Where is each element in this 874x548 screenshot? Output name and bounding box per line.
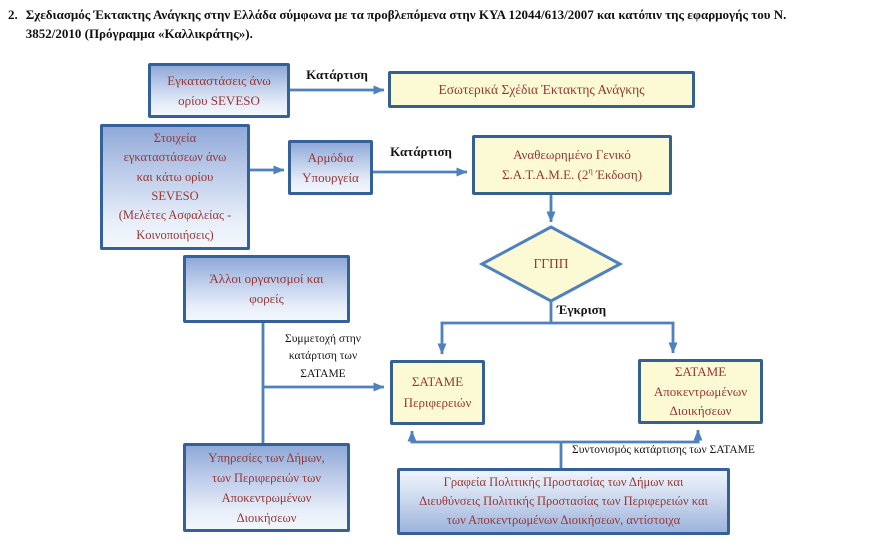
node-civil-protection-offices: Γραφεία Πολιτικής Προστασίας των Δήμων κ… xyxy=(397,468,730,535)
node-label: ΣΑΤΑΜΕ Αποκεντρωμένων Διοικήσεων xyxy=(653,364,748,419)
node-facilities-data: Στοιχεία εγκαταστάσεων άνω και κάτω ορίο… xyxy=(100,124,250,250)
edge-label-drafting-1: Κατάρτιση xyxy=(306,67,368,82)
node-internal-emergency-plans: Εσωτερικά Σχέδια Έκτακτης Ανάγκης xyxy=(388,71,695,108)
node-label: Αρμόδια Υπουργεία xyxy=(302,150,359,185)
node-satame-regions: ΣΑΤΑΜΕ Περιφερειών xyxy=(390,360,485,425)
node-label: Εγκαταστάσεις άνω ορίου SEVESO xyxy=(167,73,271,108)
node-ggpp-label: ΓΓΠΠ xyxy=(482,247,620,281)
node-seveso-upper-facilities: Εγκαταστάσεις άνω ορίου SEVESO xyxy=(148,63,290,118)
edge-label-coordination: Συντονισμός κατάρτισης των ΣΑΤΑΜΕ xyxy=(572,444,755,456)
node-label: Γραφεία Πολιτικής Προστασίας των Δήμων κ… xyxy=(419,475,708,527)
node-label: ΣΑΤΑΜΕ Περιφερειών xyxy=(403,373,472,410)
node-label: Εσωτερικά Σχέδια Έκτακτης Ανάγκης xyxy=(438,81,645,97)
node-label: Άλλοι οργανισμοί και φορείς xyxy=(209,270,324,306)
node-municipal-services: Υπηρεσίες των Δήμων, των Περιφερειών των… xyxy=(183,443,350,532)
title-number: 2. xyxy=(8,7,18,22)
title-text: Σχεδιασμός Έκτακτης Ανάγκης στην Ελλάδα … xyxy=(25,7,787,41)
edge-label-approval: Έγκριση xyxy=(557,302,607,317)
node-competent-ministries: Αρμόδια Υπουργεία xyxy=(288,140,373,195)
edge-label-drafting-2: Κατάρτιση xyxy=(390,144,452,159)
page-title: 2. Σχεδιασμός Έκτακτης Ανάγκης στην Ελλά… xyxy=(8,6,854,44)
node-label: Υπηρεσίες των Δήμων, των Περιφερειών των… xyxy=(208,450,325,525)
node-label: ΓΓΠΠ xyxy=(533,256,569,271)
edge-label-participation: Συμμετοχή στην κατάρτιση των ΣΑΤΑΜΕ xyxy=(285,333,361,380)
ggpp-decision-diamond xyxy=(478,225,624,303)
node-other-organizations: Άλλοι οργανισμοί και φορείς xyxy=(183,255,350,323)
node-label: Στοιχεία εγκαταστάσεων άνω και κάτω ορίο… xyxy=(118,130,232,242)
node-satame-decentralized-administrations: ΣΑΤΑΜΕ Αποκεντρωμένων Διοικήσεων xyxy=(638,359,763,424)
